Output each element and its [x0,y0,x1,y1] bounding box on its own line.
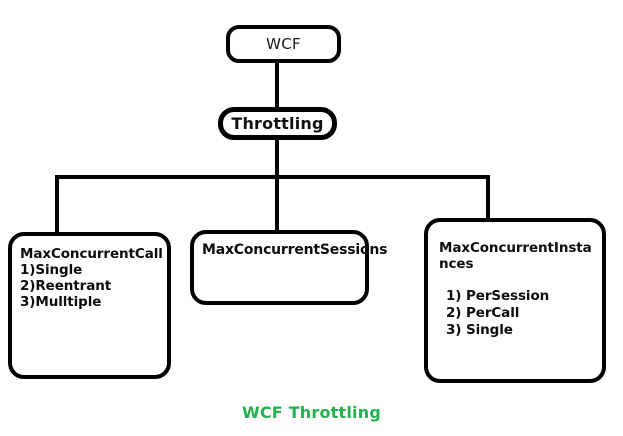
node-max-concurrent-calls[interactable]: MaxConcurrentCall 1)Single 2)Reentrant 3… [8,232,171,379]
diagram-caption: WCF Throttling [242,403,381,422]
node-max-concurrent-calls-options: 1)Single 2)Reentrant 3)Mulltiple [20,262,159,310]
node-max-concurrent-instances[interactable]: MaxConcurrentInstances 1) PerSession 2) … [424,218,606,383]
node-wcf[interactable]: WCF [226,25,341,63]
node-throttling[interactable]: Throttling [218,107,337,140]
list-item: 3)Mulltiple [20,294,102,310]
list-item: 1) PerSession [446,288,550,304]
node-max-concurrent-instances-options: 1) PerSession 2) PerCall 3) Single [439,288,594,339]
node-max-concurrent-sessions-title: MaxConcurrentSessions [202,242,388,258]
node-max-concurrent-calls-title: MaxConcurrentCall [20,246,163,262]
node-max-concurrent-instances-title: MaxConcurrentInstances [439,240,592,272]
list-item: 2)Reentrant [20,278,112,294]
list-item: 2) PerCall [446,305,520,321]
node-wcf-label: WCF [266,35,301,53]
node-max-concurrent-sessions[interactable]: MaxConcurrentSessions [190,230,388,305]
list-item: 1)Single [20,262,83,278]
list-item: 3) Single [446,322,513,338]
node-throttling-label: Throttling [231,114,324,133]
